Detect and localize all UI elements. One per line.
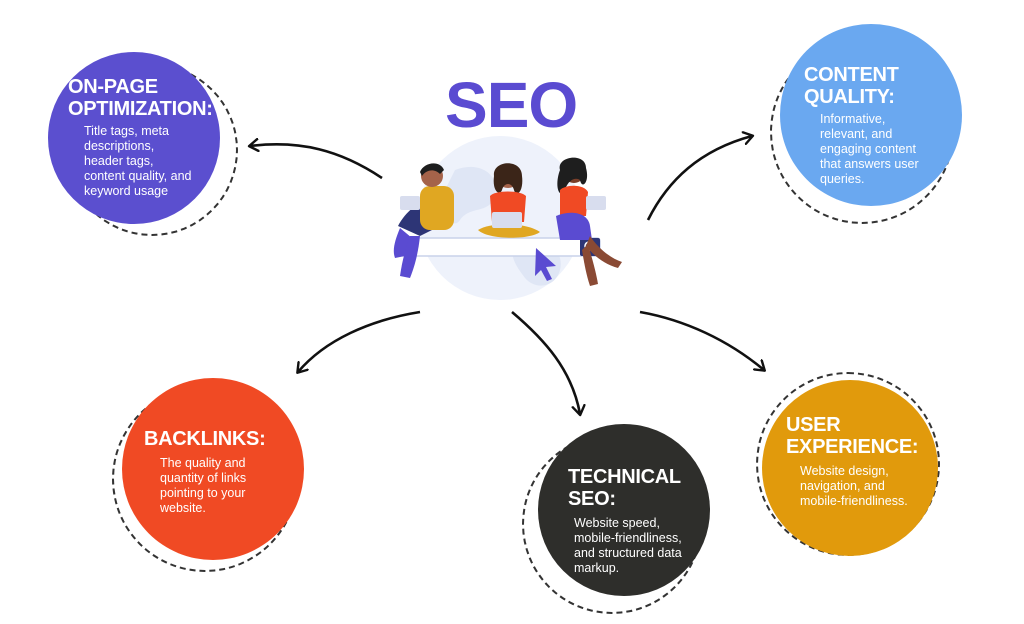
person-right-illustration [556,157,622,286]
node-circle [538,424,710,596]
node-title: BACKLINKS: [144,428,266,450]
person-left-illustration [393,163,454,278]
laptop-icon [492,212,522,228]
node-title: CONTENT QUALITY: [804,64,899,108]
person-center-illustration [478,163,540,238]
node-title: TECHNICAL SEO: [568,466,681,510]
arrow-to-on-page [250,144,383,180]
node-on-page-optimization: ON-PAGE OPTIMIZATION: Title tags, meta d… [48,52,248,242]
arrow-to-user-experience [639,310,764,370]
seo-title: SEO [445,69,578,141]
node-description: Informative, relevant, and engaging cont… [820,112,919,186]
node-user-experience: USER EXPERIENCE: Website design, navigat… [756,372,966,562]
node-title: ON-PAGE OPTIMIZATION: [68,76,213,120]
node-description: The quality and quantity of links pointi… [160,456,247,515]
search-bar [399,237,601,257]
node-circle [122,378,304,560]
node-description: Title tags, meta descriptions, header ta… [84,124,192,198]
node-technical-seo: TECHNICAL SEO: Website speed, mobile-fri… [522,424,722,620]
arrow-to-content-quality [646,136,752,221]
node-backlinks: BACKLINKS: The quality and quantity of l… [112,378,312,578]
cursor-icon [535,248,556,281]
node-content-quality: CONTENT QUALITY: Informative, relevant, … [770,22,980,232]
node-description: Website design, navigation, and mobile-f… [800,464,908,508]
laptop-icon [586,196,606,210]
node-circle [48,52,220,224]
node-description: Website speed, mobile-friendliness, and … [574,516,682,575]
arrow-to-technical-seo [511,311,580,414]
node-circle [762,380,938,556]
node-circle [780,24,962,206]
arrow-to-backlinks [298,310,421,372]
node-title: USER EXPERIENCE: [786,414,919,458]
laptop-icon [400,196,420,210]
